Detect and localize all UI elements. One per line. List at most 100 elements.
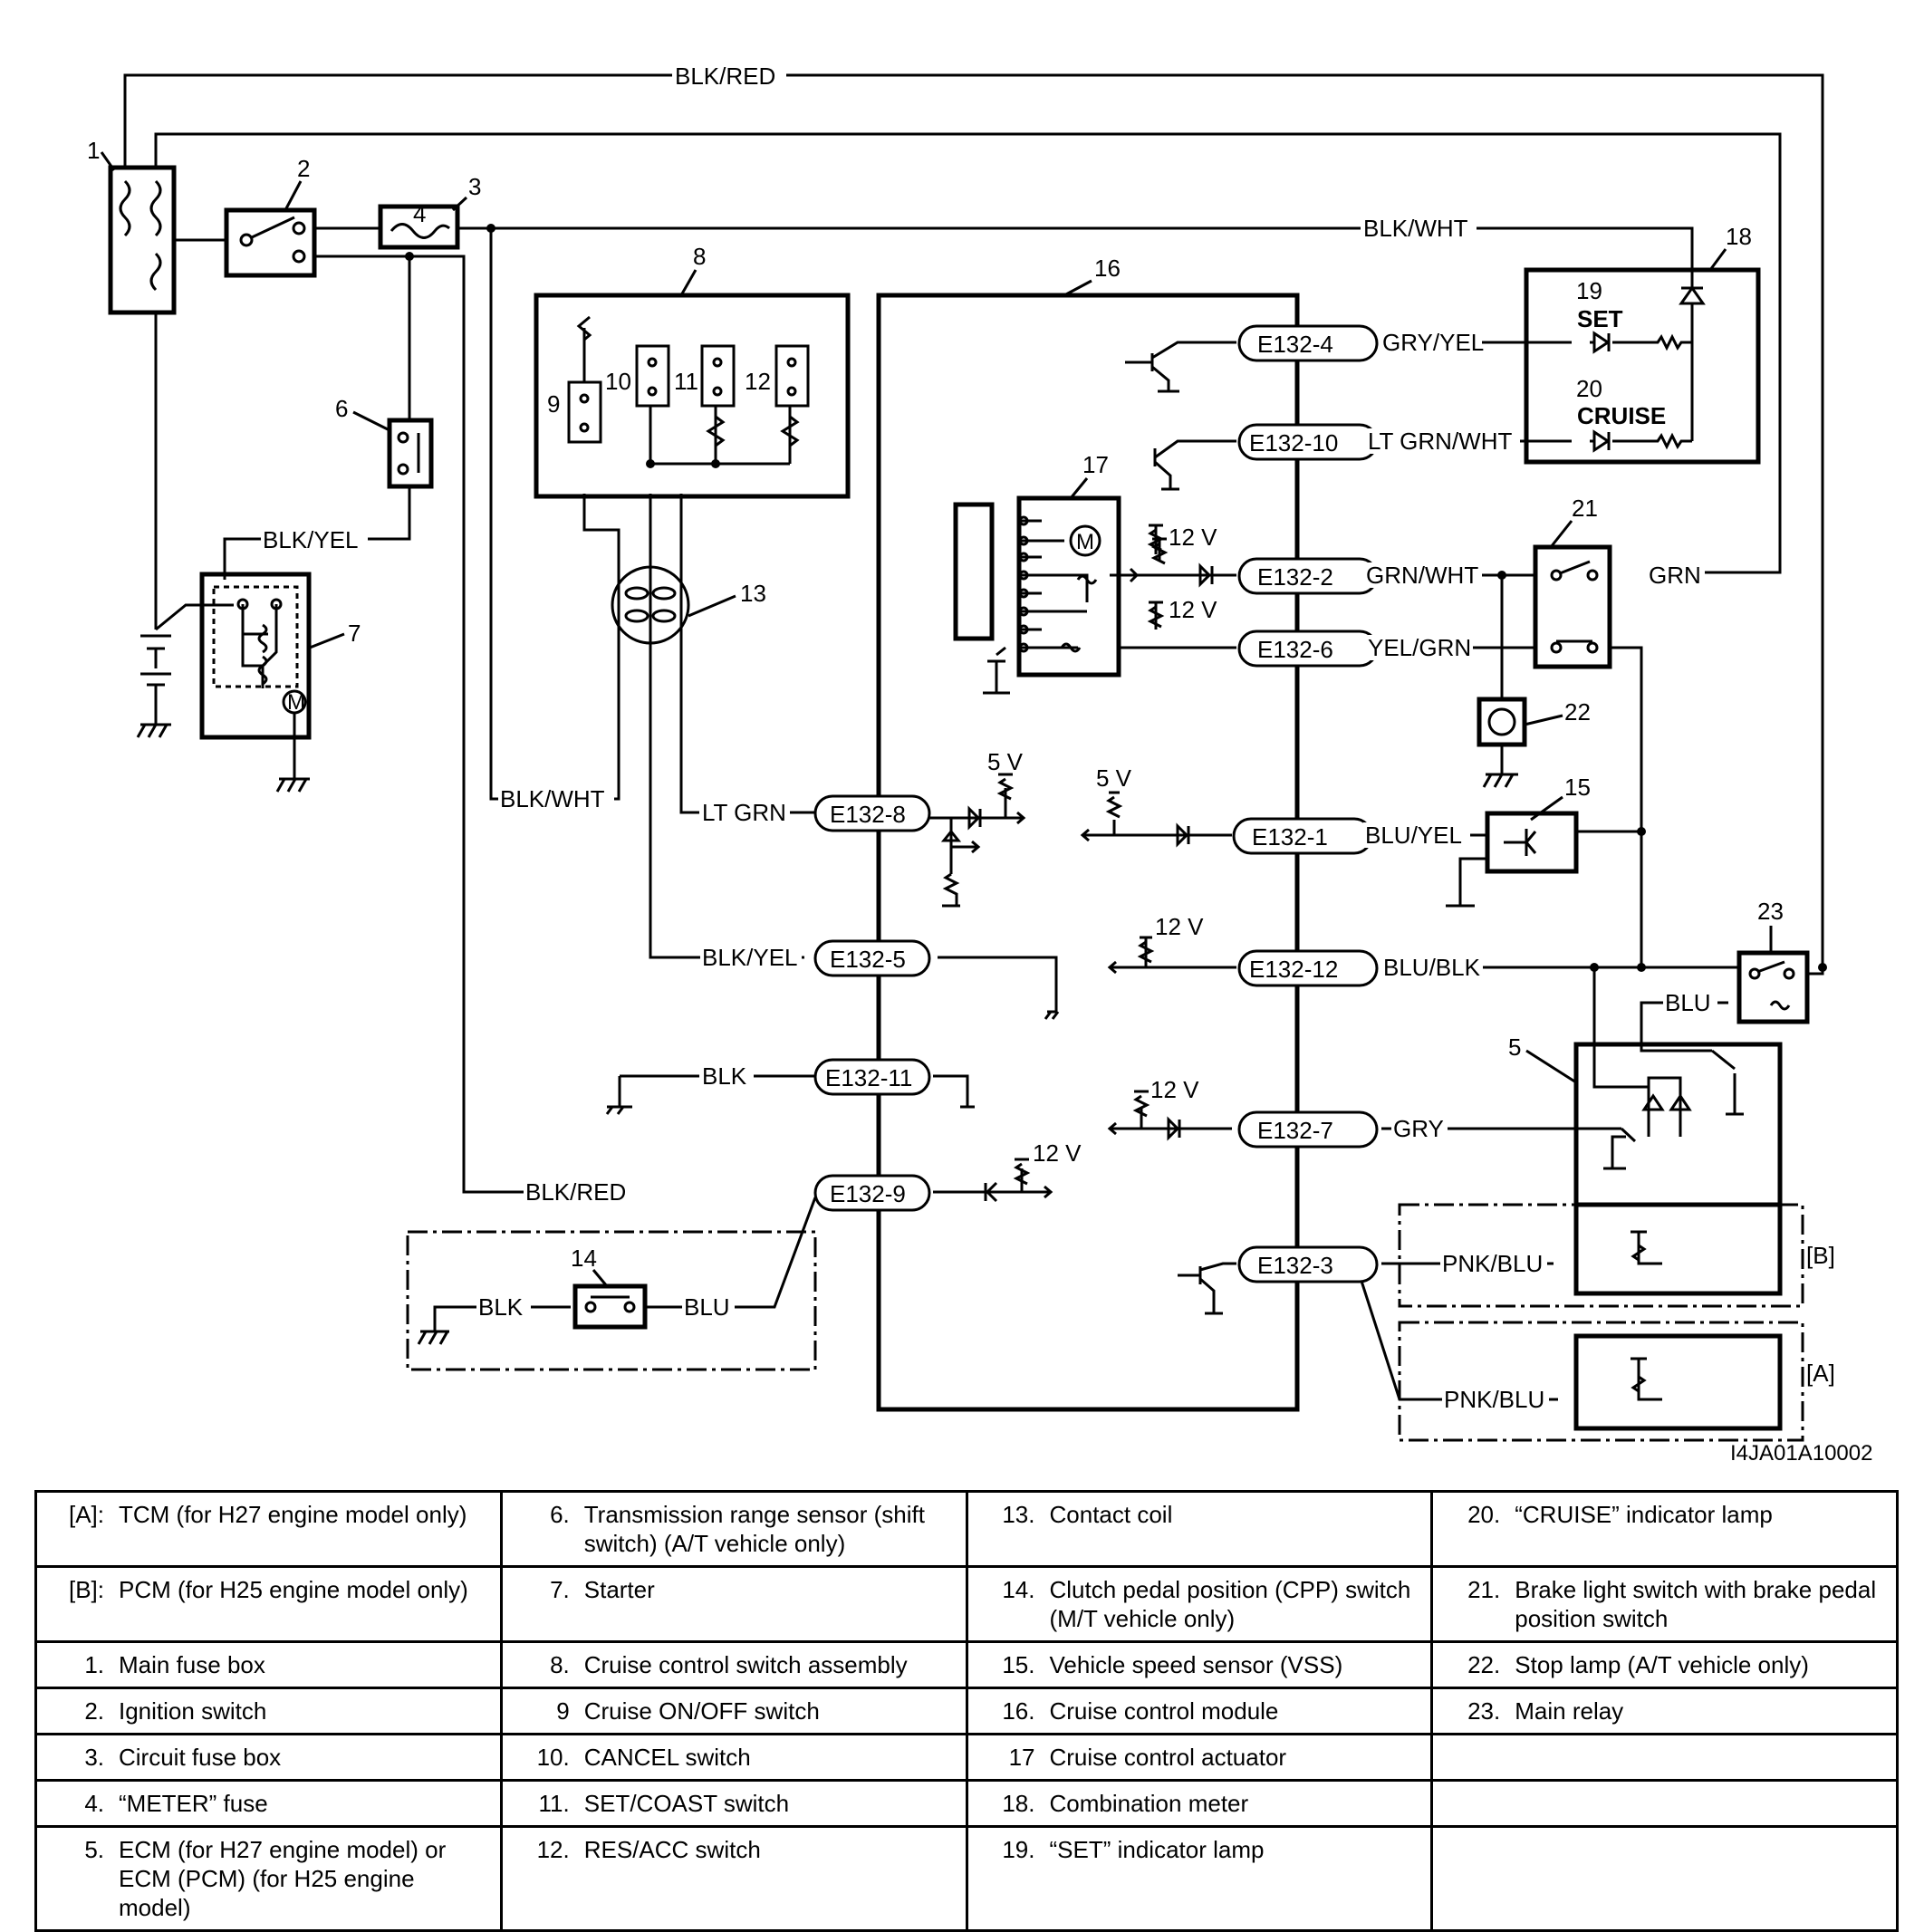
ecm	[1573, 1042, 1783, 1296]
wire-blk-wht-coil	[489, 228, 620, 801]
callout-22: 22	[1564, 698, 1591, 726]
tcm-box	[1398, 1321, 1804, 1442]
legend-description: Stop lamp (A/T vehicle only)	[1515, 1651, 1809, 1678]
wire-label: GRY/YEL	[1382, 329, 1484, 356]
legend-key: 8.	[550, 1651, 570, 1678]
callout-11: 11	[674, 368, 698, 395]
legend-description: Vehicle speed sensor (VSS)	[1049, 1651, 1343, 1678]
legend-description: Starter	[583, 1576, 655, 1603]
legend-cell: 2. Ignition switch	[34, 1687, 503, 1735]
wire-battery-starter	[155, 603, 234, 631]
contact-coil	[611, 565, 690, 645]
svg-text:M: M	[1076, 530, 1094, 554]
callout-20: 20	[1576, 375, 1602, 402]
legend-cell: 23.Main relay	[1430, 1687, 1899, 1735]
terminal-e132-5	[813, 939, 931, 977]
junction-dot	[1637, 827, 1646, 836]
legend-cell: 11.SET/COAST switch	[499, 1779, 968, 1828]
wire-label: BLK	[478, 1293, 524, 1321]
junction-dot	[1590, 963, 1599, 972]
legend-cell: 1.Main fuse box	[34, 1640, 503, 1689]
tcm-component	[1631, 1357, 1662, 1401]
wire-label: BLK/WHT	[500, 785, 605, 812]
cruise-control-wiring-diagram: M M	[87, 62, 1872, 1466]
junction-dot	[486, 224, 495, 233]
legend-key: 2.	[84, 1697, 104, 1725]
legend-key: 10.	[536, 1744, 570, 1771]
legend-key: 15.	[1002, 1651, 1035, 1678]
legend-description: Transmission range sensor (shift switch)…	[583, 1501, 925, 1557]
legend-cell: 12.RES/ACC switch	[499, 1825, 968, 1932]
callout-8: 8	[693, 243, 706, 270]
callout-13: 13	[740, 580, 766, 607]
legend-cell: 15. Vehicle speed sensor (VSS)	[965, 1640, 1434, 1689]
set-lamp-label: SET	[1577, 305, 1623, 332]
legend-description: “METER” fuse	[119, 1790, 268, 1817]
wire-label: LT GRN	[702, 799, 786, 826]
legend-key: 5.	[84, 1836, 104, 1863]
wire-blk-wht-meter	[457, 226, 1694, 288]
wire-label: PNK/BLU	[1444, 1386, 1544, 1413]
callout-17: 17	[1082, 451, 1109, 478]
legend-description: Main fuse box	[119, 1651, 265, 1678]
wire-clutch-switch-out	[645, 1197, 817, 1309]
starter: M	[199, 572, 312, 793]
wire-blk-red-top	[123, 73, 1824, 976]
junction-dots	[405, 224, 1827, 972]
battery	[136, 634, 171, 738]
legend-key: 13.	[1002, 1501, 1035, 1528]
callouts: 1 2 3 4 5 6 7 8 9 10 11 12 13 14 15 16 1…	[87, 137, 1784, 1287]
legend-key: 21.	[1467, 1576, 1501, 1603]
legend-description: Ignition switch	[119, 1697, 267, 1725]
svg-text:12 V: 12 V	[1033, 1139, 1082, 1167]
legend-cell: 10.CANCEL switch	[499, 1733, 968, 1782]
legend-row: [B]:PCM (for H25 engine model only)7.Sta…	[34, 1565, 1899, 1643]
svg-text:E132-3: E132-3	[1257, 1252, 1333, 1279]
legend-description: Brake light switch with brake pedal posi…	[1515, 1576, 1877, 1632]
callout-4: 4	[413, 200, 426, 227]
pcm-label: [B]	[1806, 1242, 1835, 1269]
legend-description: TCM (for H27 engine model only)	[119, 1501, 467, 1528]
module-internals	[605, 341, 1236, 1315]
junction-dot	[405, 252, 414, 261]
brake-light-switch	[1533, 544, 1612, 669]
svg-text:12 V: 12 V	[1169, 596, 1217, 623]
svg-text:E132-1: E132-1	[1252, 823, 1328, 851]
junction-dot	[1637, 963, 1646, 972]
legend-key: 23.	[1467, 1697, 1501, 1725]
legend-cell: 14. Clutch pedal position (CPP) switch (M…	[965, 1565, 1434, 1643]
legend-cell: 13.Contact coil	[965, 1490, 1434, 1568]
wire-e11-right	[933, 1074, 969, 1107]
clutch-pedal-switch	[417, 1283, 648, 1345]
voltage-labels: 5 V 5 V 12 V 12 V 12 V 12 V 12 V	[987, 524, 1217, 1167]
terminal-e132-11	[813, 1058, 931, 1096]
wire-label: BLK/RED	[675, 62, 775, 90]
legend-description: Cruise ON/OFF switch	[583, 1697, 820, 1725]
svg-text:E132-4: E132-4	[1257, 331, 1333, 358]
legend-cell: 21. Brake light switch with brake pedal p…	[1430, 1565, 1899, 1643]
vehicle-speed-sensor	[1446, 811, 1579, 908]
legend-key: 20.	[1467, 1501, 1501, 1528]
wire-label: BLK/YEL	[702, 944, 798, 971]
wire-label: BLK	[702, 1062, 747, 1090]
legend-key: 14.	[1002, 1576, 1035, 1603]
legend-key: 22.	[1467, 1651, 1501, 1678]
legend-cell: 6.Transmission range sensor (shift switc…	[499, 1490, 968, 1568]
callout-1: 1	[87, 137, 100, 164]
component-legend-table: [A]:TCM (for H27 engine model only)6.Tra…	[34, 1490, 1899, 1932]
circuit-fuse-box	[378, 204, 460, 250]
wire-brake-to-relay	[1610, 646, 1739, 969]
terminal-e132-4	[1237, 324, 1379, 362]
legend-cell: 4.“METER” fuse	[34, 1779, 503, 1828]
legend-key: 3.	[84, 1744, 104, 1771]
legend-cell: 5.ECM (for H27 engine model) or ECM (PCM…	[34, 1825, 503, 1932]
cruise-control-actuator: M	[953, 495, 1121, 695]
legend-description: Clutch pedal position (CPP) switch (M/T …	[1049, 1576, 1411, 1632]
legend-cell	[1430, 1825, 1899, 1932]
legend-description: “SET” indicator lamp	[1049, 1836, 1265, 1863]
combination-meter: SET CRUISE	[1524, 267, 1761, 465]
